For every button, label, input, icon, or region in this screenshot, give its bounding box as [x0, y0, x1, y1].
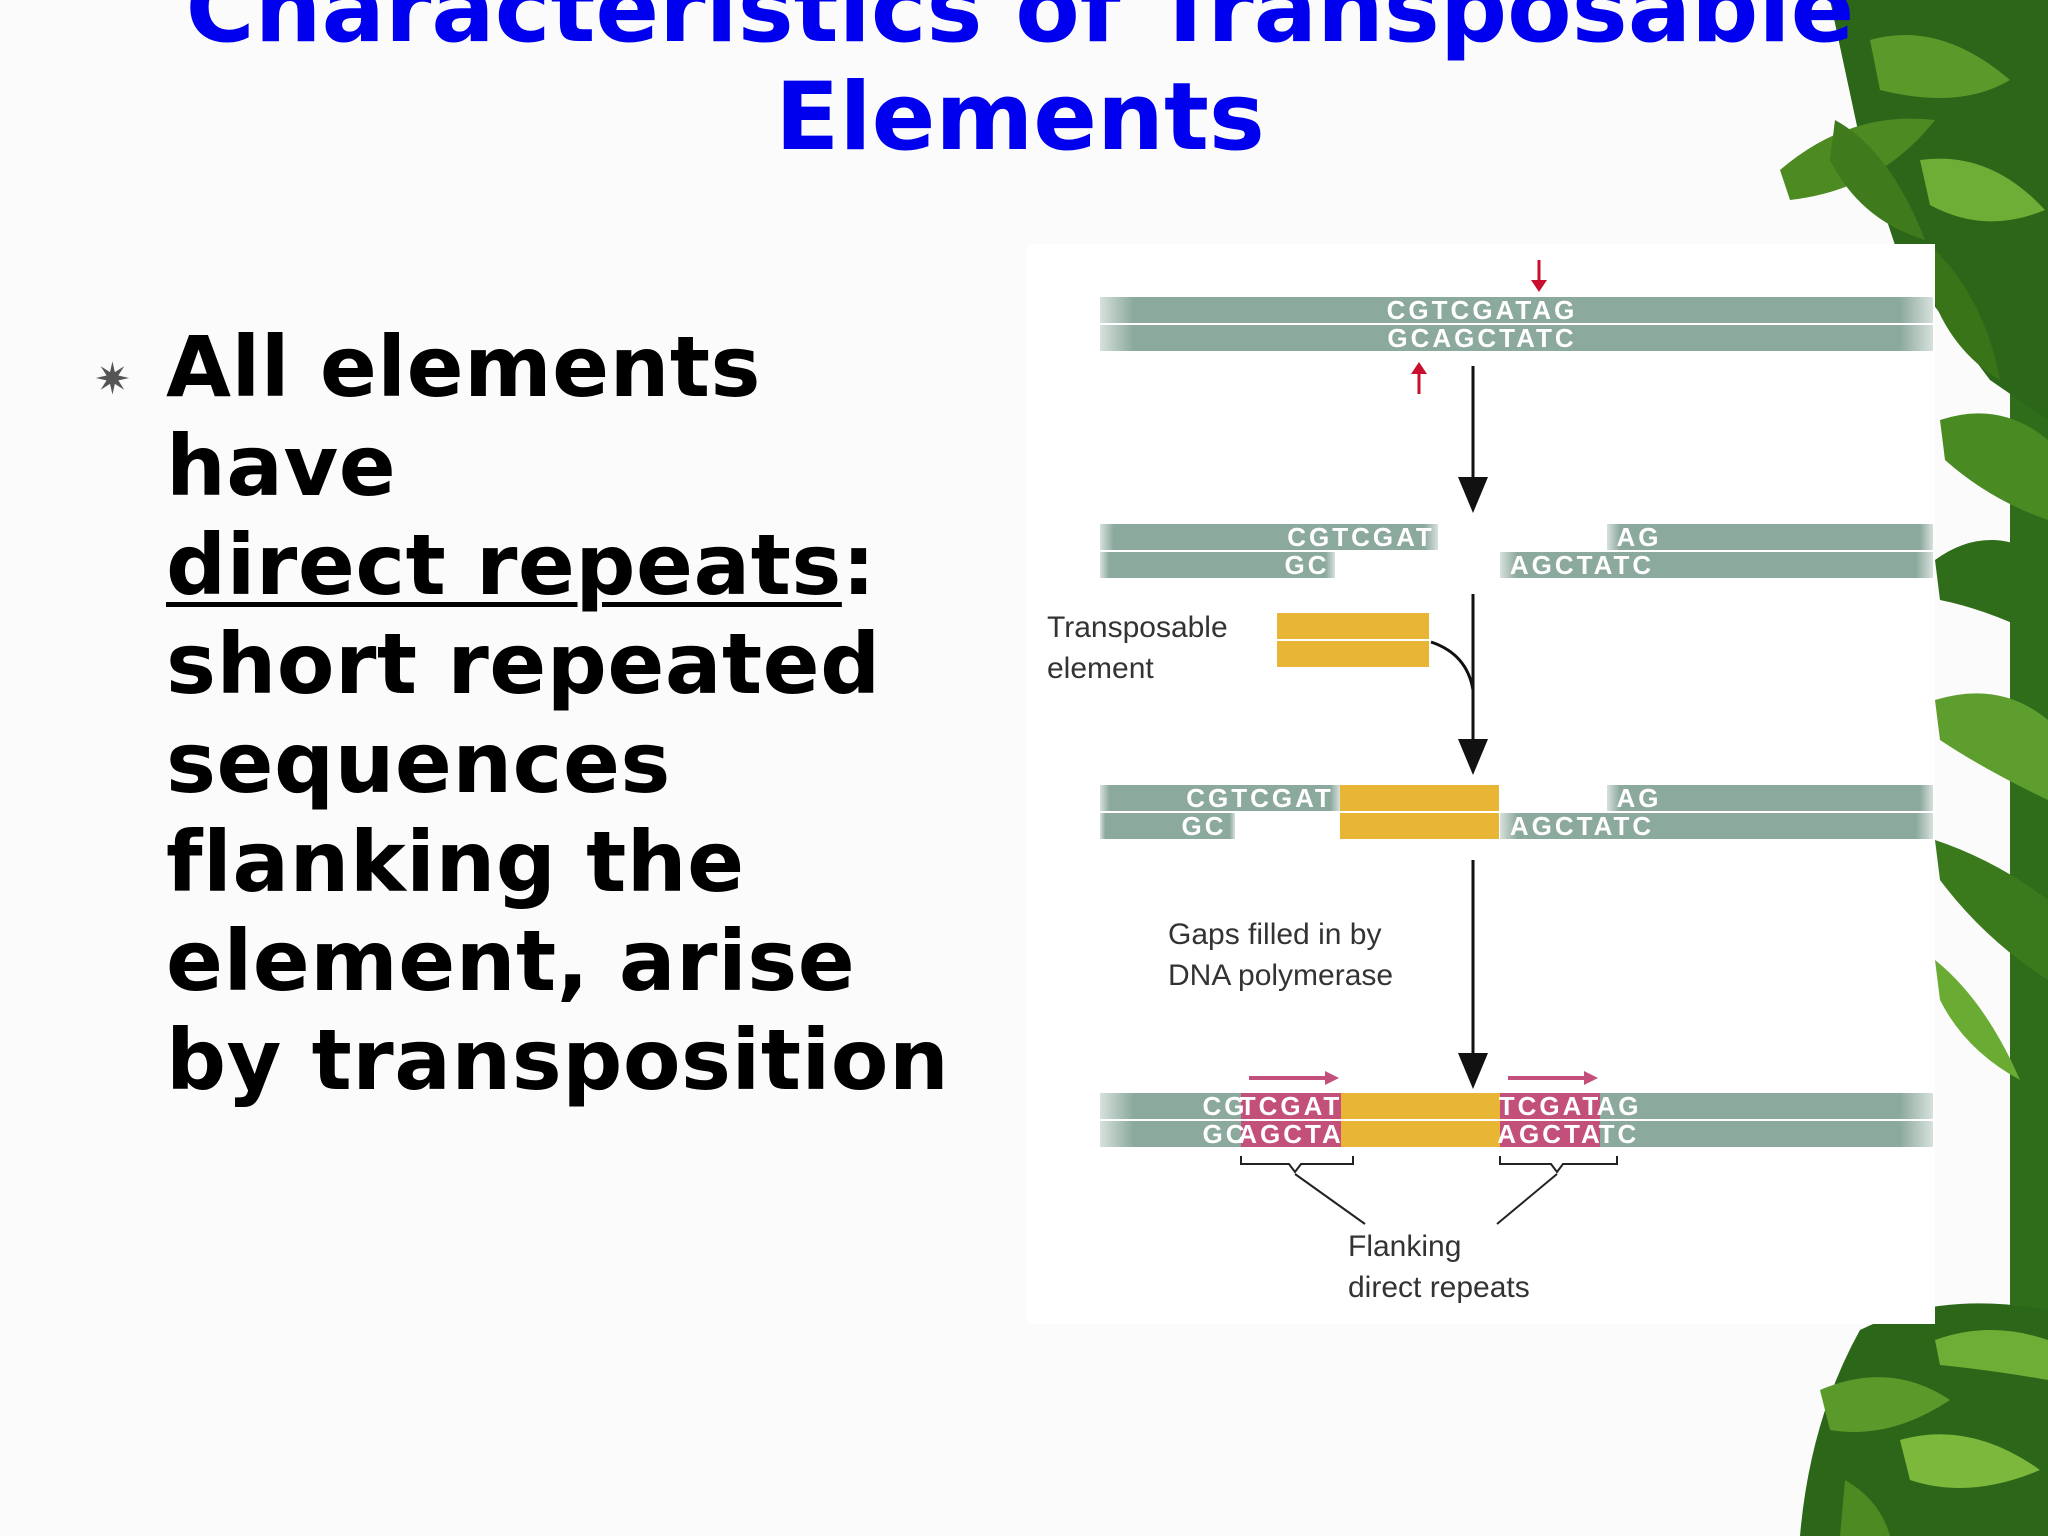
step3-bottom-right-seq: AGCTATC	[1510, 811, 1654, 841]
transposon-segment-top	[1277, 613, 1429, 639]
insertion-curve	[1430, 640, 1475, 691]
starburst-bullet-icon: ✷	[94, 354, 131, 405]
step4-bottom-left-repeat: AGCTA	[1238, 1119, 1344, 1149]
right-brace-pointer	[1496, 1173, 1558, 1225]
step1-top-seq: CGTCGATAG	[1387, 295, 1578, 325]
gaps-label-line2: DNA polymerase	[1168, 959, 1393, 992]
step1-target-dna: CGTCGATAG GCAGCTATC	[1100, 260, 1933, 394]
step4-bottom-right-plain: TC	[1599, 1119, 1640, 1149]
step2-right-bottom	[1500, 552, 1933, 578]
left-repeat-direction-arrow-icon	[1249, 1071, 1339, 1085]
bullet-point: ✷ All elements have direct repeats: shor…	[90, 318, 990, 1110]
step2-bottom-left-seq: GC	[1285, 550, 1330, 580]
flanking-label-line1: Flanking	[1348, 1230, 1461, 1263]
step3-top-right-seq: AG	[1617, 783, 1662, 813]
step3-inserted-element: CGTCGAT AG GC AGCTATC	[1100, 783, 1933, 841]
leaf-cluster	[1780, 0, 2048, 1536]
title-line-2: Elements	[775, 63, 1265, 172]
step1-strand-bottom	[1100, 325, 1933, 351]
step2-top-right-seq: AG	[1617, 522, 1662, 552]
bullet-line-7: element, arise	[166, 912, 856, 1010]
bullet-term-direct-repeats: direct repeats	[166, 516, 842, 614]
bullet-text: All elements have direct repeats: short …	[166, 318, 990, 1110]
step4-repaired-dna: CG TCGAT TCGAT AG GC AGCTA AGCTA TC	[1100, 1071, 1933, 1304]
step3-left-top	[1100, 785, 1340, 811]
step3-right-top	[1607, 785, 1933, 811]
bullet-line-5: sequences	[166, 714, 671, 812]
right-repeat-direction-arrow-icon	[1508, 1071, 1598, 1085]
step2-bottom-right-seq: AGCTATC	[1510, 550, 1654, 580]
step4-right-repeat-bottom	[1500, 1121, 1600, 1147]
bullet-colon: :	[841, 516, 876, 614]
flanking-label-line2: direct repeats	[1348, 1271, 1530, 1304]
step4-left-repeat-bottom	[1241, 1121, 1341, 1147]
step2-staggered-cut: CGTCGAT AG GC AGCTATC	[1100, 522, 1933, 580]
bullet-line-2: have	[166, 417, 397, 515]
left-brace-pointer	[1294, 1173, 1366, 1225]
transposable-label-line2: element	[1047, 652, 1154, 685]
step3-left-bottom	[1100, 813, 1235, 839]
step4-bottom-left-plain: GC	[1203, 1119, 1248, 1149]
right-repeat-brace	[1499, 1156, 1618, 1174]
step4-bottom-right-repeat: AGCTA	[1497, 1119, 1603, 1149]
step1-bottom-seq: GCAGCTATC	[1387, 323, 1576, 353]
step4-top-right-plain: AG	[1597, 1091, 1642, 1121]
step1-strand-top	[1100, 297, 1933, 323]
step4-transposon-bottom	[1341, 1121, 1500, 1147]
bullet-line-6: flanking the	[166, 813, 745, 911]
step4-top-left-repeat: TCGAT	[1240, 1091, 1343, 1121]
step2-left-top	[1100, 524, 1438, 550]
step4-left-repeat-top	[1241, 1093, 1341, 1119]
step3-transposon-top	[1340, 785, 1499, 811]
step4-top-right-repeat: TCGAT	[1499, 1091, 1602, 1121]
step3-top-left-seq: CGTCGAT	[1186, 783, 1334, 813]
step3-bottom-left-seq: GC	[1182, 811, 1227, 841]
transposon-segment-bottom	[1277, 641, 1429, 667]
cut-arrow-bottom-icon	[1411, 362, 1427, 394]
transposable-label-line1: Transposable	[1047, 611, 1228, 644]
step4-transposon-top	[1341, 1093, 1500, 1119]
bullet-line-1: All elements	[166, 318, 762, 416]
slide-title: Characteristics of Transposable Elements	[40, 0, 2000, 172]
step4-right-repeat-top	[1500, 1093, 1600, 1119]
step2-right-top	[1607, 524, 1933, 550]
left-repeat-brace	[1240, 1156, 1354, 1174]
step2-left-bottom	[1100, 552, 1335, 578]
step3-transposon-bottom	[1340, 813, 1499, 839]
cut-arrow-top-icon	[1531, 260, 1547, 292]
gaps-label-line1: Gaps filled in by	[1168, 918, 1381, 951]
step2-top-left-seq: CGTCGAT	[1287, 522, 1435, 552]
title-line-1: Characteristics of Transposable	[185, 0, 1855, 64]
transposable-element: Transposable element	[1047, 611, 1475, 691]
step3-right-bottom	[1500, 813, 1933, 839]
bullet-line-4: short repeated	[166, 615, 881, 713]
bullet-line-8: by transposition	[166, 1011, 950, 1109]
transposition-diagram: CGTCGATAG GCAGCTATC CGTCGAT AG	[1027, 244, 1935, 1324]
step4-top-left-plain: CG	[1203, 1091, 1248, 1121]
